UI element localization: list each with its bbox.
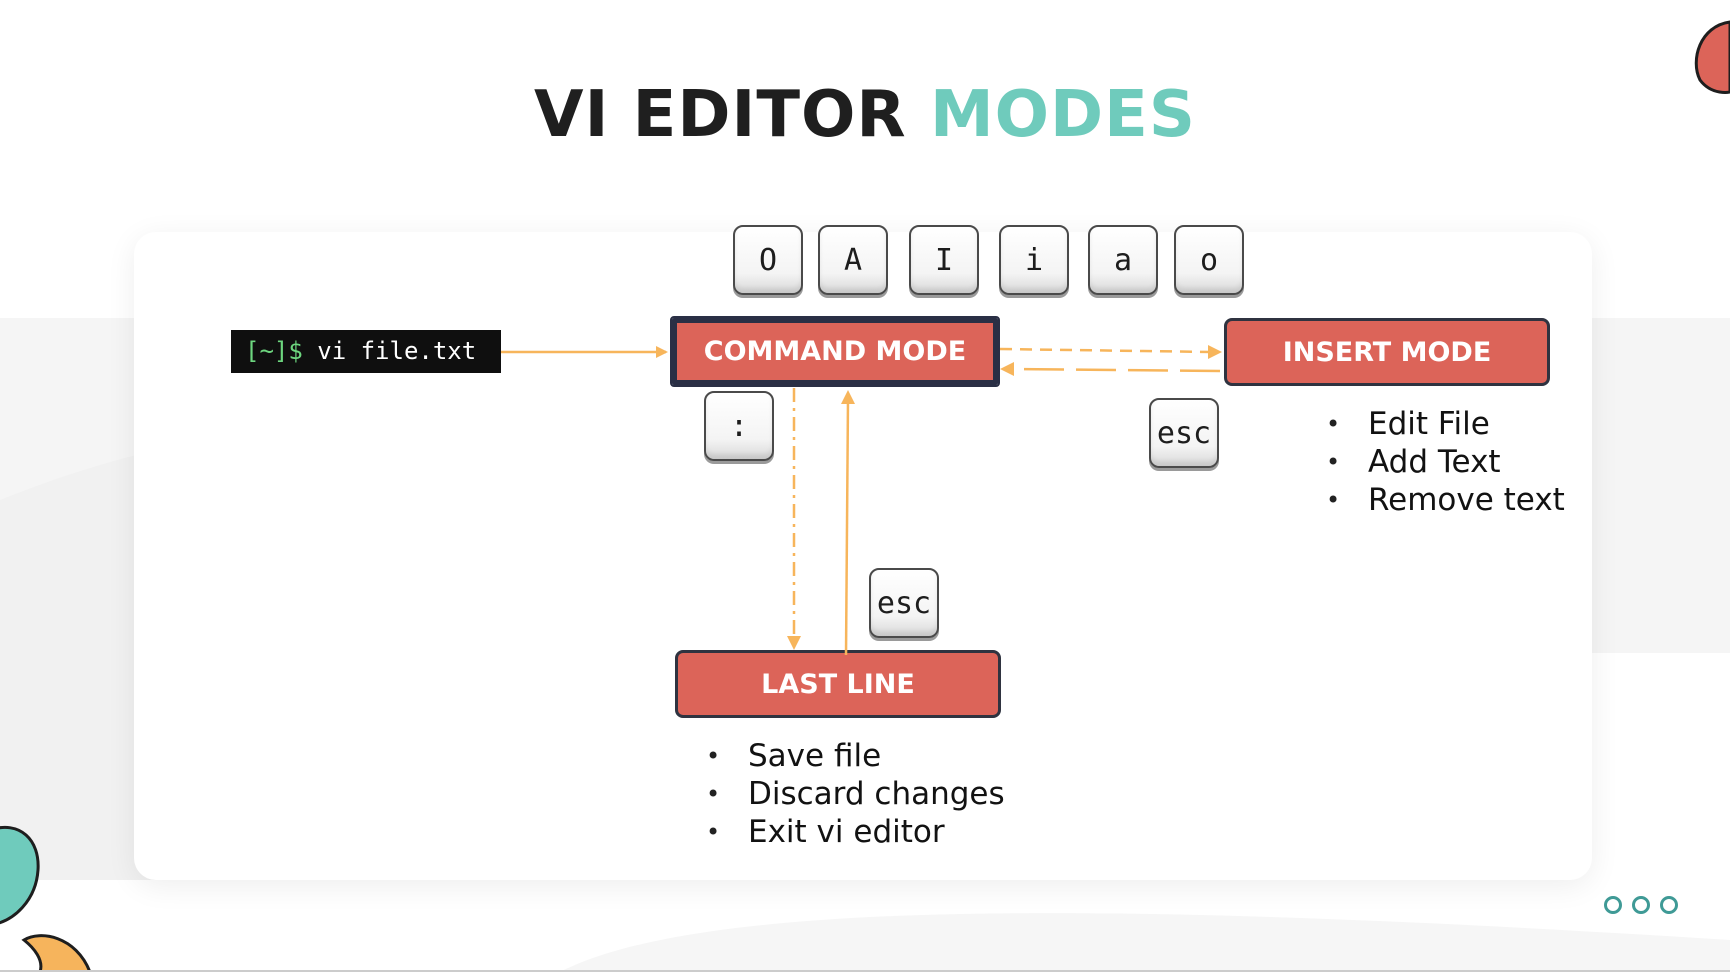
insert-mode-box: INSERT MODE [1224,318,1550,386]
insert-mode-actions: Edit File Add Text Remove text [1326,405,1565,519]
terminal-prompt: [~]$ [245,337,303,365]
background-swoosh [560,913,1730,972]
slide-pagination-dots [1604,896,1700,914]
last-line-action-item: Discard changes [706,775,1005,813]
key-esc-insert: esc [1149,398,1219,468]
key-i: i [999,225,1069,295]
slide-title: VI EDITOR MODES [0,78,1730,152]
title-accent: MODES [929,78,1196,152]
key-I: I [909,225,979,295]
last-line-box: LAST LINE [675,650,1001,718]
key-esc-last-line: esc [869,568,939,638]
pagination-dot [1604,896,1622,914]
insert-action-item: Remove text [1326,481,1565,519]
key-A: A [818,225,888,295]
pagination-dot [1632,896,1650,914]
red-blob-decoration [1694,20,1730,94]
title-main: VI EDITOR [534,78,907,152]
key-O: O [733,225,803,295]
insert-action-item: Add Text [1326,443,1565,481]
yellow-blob-decoration [21,934,92,972]
key-colon: : [704,391,774,461]
command-mode-box: COMMAND MODE [670,316,1000,387]
last-line-actions: Save file Discard changes Exit vi editor [706,737,1005,851]
terminal-command: [~]$ vi file.txt [231,330,501,373]
key-a: a [1088,225,1158,295]
insert-action-item: Edit File [1326,405,1565,443]
terminal-command-text: vi file.txt [302,337,477,365]
key-o: o [1174,225,1244,295]
last-line-action-item: Exit vi editor [706,813,1005,851]
pagination-dot [1660,896,1678,914]
teal-blob-decoration [0,825,40,925]
last-line-action-item: Save file [706,737,1005,775]
